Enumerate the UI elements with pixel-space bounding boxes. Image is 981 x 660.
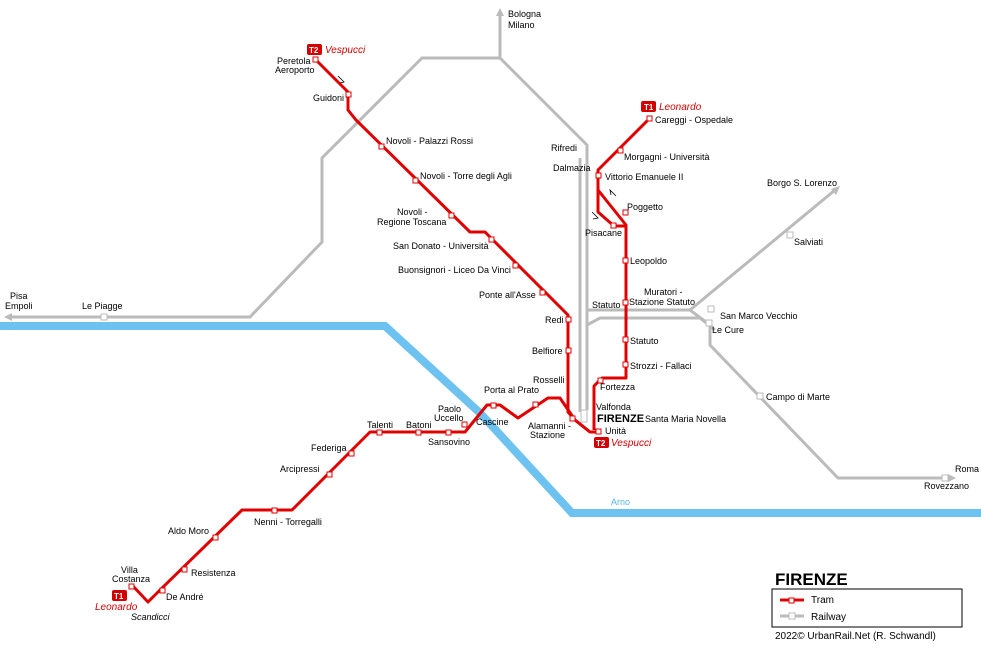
railway-east [587, 308, 950, 480]
tram-t1-loop [596, 190, 626, 228]
svg-text:Aeroporto: Aeroporto [275, 65, 315, 75]
svg-text:Empoli: Empoli [5, 301, 33, 311]
svg-text:Statuto: Statuto [592, 300, 621, 310]
svg-text:Salviati: Salviati [794, 237, 823, 247]
svg-text:Bologna: Bologna [508, 9, 541, 19]
arrow-ne [831, 186, 840, 195]
svg-text:Buonsignori - Liceo Da Vinci: Buonsignori - Liceo Da Vinci [398, 265, 511, 275]
svg-text:Strozzi - Fallaci: Strozzi - Fallaci [630, 361, 692, 371]
svg-text:Aldo Moro: Aldo Moro [168, 526, 209, 536]
svg-text:Guidoni: Guidoni [313, 93, 344, 103]
svg-text:Unità: Unità [605, 426, 626, 436]
svg-text:Nenni - Torregalli: Nenni - Torregalli [254, 517, 322, 527]
svg-text:Regione Toscana: Regione Toscana [377, 217, 446, 227]
svg-text:Peretola: Peretola [277, 56, 311, 66]
tram-direction-arrows [337, 75, 617, 220]
badge-t2-north: T2 Vespucci [307, 44, 366, 56]
svg-text:Careggi - Ospedale: Careggi - Ospedale [655, 115, 733, 125]
credit-text: 2022© UrbanRail.Net (R. Schwandl) [775, 631, 936, 642]
railway-lines [10, 12, 950, 480]
badge-t2-south: T2 Vespucci [594, 437, 652, 449]
svg-text:Leonardo: Leonardo [659, 102, 702, 113]
svg-text:Borgo S. Lorenzo: Borgo S. Lorenzo [767, 178, 837, 188]
badge-t1-north: T1 Leonardo [641, 101, 702, 113]
svg-text:Leopoldo: Leopoldo [630, 256, 667, 266]
railway-north-east [689, 188, 836, 312]
svg-text:Redi: Redi [545, 315, 564, 325]
legend-rail-label: Railway [811, 612, 846, 623]
arrow-west [4, 313, 12, 321]
svg-text:T2: T2 [309, 46, 319, 55]
svg-text:San Marco Vecchio: San Marco Vecchio [720, 311, 798, 321]
legend: Tram Railway [771, 588, 963, 628]
svg-text:Muratori -: Muratori - [644, 287, 683, 297]
svg-text:Novoli - Palazzi Rossi: Novoli - Palazzi Rossi [386, 136, 473, 146]
svg-text:Morgagni - Università: Morgagni - Università [624, 152, 710, 162]
svg-text:Novoli -: Novoli - [397, 207, 428, 217]
svg-text:Porta al Prato: Porta al Prato [484, 385, 539, 395]
svg-text:Novoli - Torre degli Agli: Novoli - Torre degli Agli [420, 171, 512, 181]
station-labels: Peretola Aeroporto Guidoni Novoli - Pala… [5, 9, 979, 602]
svg-text:Rosselli: Rosselli [533, 375, 565, 385]
svg-text:Villa: Villa [121, 565, 138, 575]
svg-text:Rifredi: Rifredi [551, 143, 577, 153]
svg-text:Talenti: Talenti [367, 420, 393, 430]
svg-text:Le Piagge: Le Piagge [82, 301, 123, 311]
svg-text:San Donato - Università: San Donato - Università [393, 241, 489, 251]
legend-tram-label: Tram [811, 595, 834, 606]
svg-text:FIRENZE: FIRENZE [597, 413, 644, 425]
svg-text:Resistenza: Resistenza [191, 568, 236, 578]
svg-text:T2: T2 [596, 439, 606, 448]
svg-text:Vittorio Emanuele II: Vittorio Emanuele II [605, 172, 683, 182]
svg-text:Vespucci: Vespucci [325, 45, 366, 56]
svg-text:T1: T1 [644, 103, 654, 112]
svg-text:Santa Maria Novella: Santa Maria Novella [645, 414, 726, 424]
svg-text:Rovezzano: Rovezzano [924, 481, 969, 491]
svg-text:T1: T1 [114, 592, 124, 601]
svg-text:Leonardo: Leonardo [95, 602, 138, 613]
arrow-north [496, 8, 504, 16]
svg-text:De André: De André [166, 592, 204, 602]
svg-text:Statuto: Statuto [630, 336, 659, 346]
tram-t1-west [130, 396, 591, 604]
rail-stops [100, 231, 949, 482]
svg-text:Roma: Roma [955, 464, 979, 474]
svg-text:Stazione Statuto: Stazione Statuto [629, 297, 695, 307]
railway-faenza [498, 56, 589, 410]
svg-text:Arcipressi: Arcipressi [280, 464, 320, 474]
svg-text:Alamanni -: Alamanni - [528, 421, 571, 431]
svg-text:Campo di Marte: Campo di Marte [766, 392, 830, 402]
svg-text:Scandicci: Scandicci [131, 612, 171, 622]
svg-text:Belfiore: Belfiore [532, 346, 563, 356]
map-title: FIRENZE [775, 570, 848, 589]
badge-t1-south: T1 Leonardo Scandicci [95, 590, 171, 622]
svg-text:Federiga: Federiga [311, 443, 347, 453]
railway-west [10, 56, 500, 319]
svg-text:Le Cure: Le Cure [712, 325, 744, 335]
svg-text:Sansovino: Sansovino [428, 437, 470, 447]
svg-text:Uccello: Uccello [434, 413, 464, 423]
svg-text:Vespucci: Vespucci [611, 438, 652, 449]
svg-text:Valfonda: Valfonda [596, 402, 631, 412]
svg-text:Fortezza: Fortezza [600, 382, 635, 392]
svg-text:Ponte all'Asse: Ponte all'Asse [479, 290, 536, 300]
svg-text:Milano: Milano [508, 20, 535, 30]
svg-text:Costanza: Costanza [112, 574, 150, 584]
svg-text:Pisacane: Pisacane [585, 228, 622, 238]
river-label: Arno [611, 497, 630, 507]
svg-text:Pisa: Pisa [10, 291, 28, 301]
svg-text:Poggetto: Poggetto [627, 202, 663, 212]
tram-stops [128, 56, 653, 594]
railway-city [586, 316, 716, 332]
svg-text:Stazione: Stazione [530, 430, 565, 440]
svg-text:Paolo: Paolo [438, 404, 461, 414]
svg-text:Batoni: Batoni [406, 420, 432, 430]
svg-text:Dalmazia: Dalmazia [553, 163, 591, 173]
arrow-east [948, 474, 956, 482]
svg-text:Cascine: Cascine [476, 417, 509, 427]
